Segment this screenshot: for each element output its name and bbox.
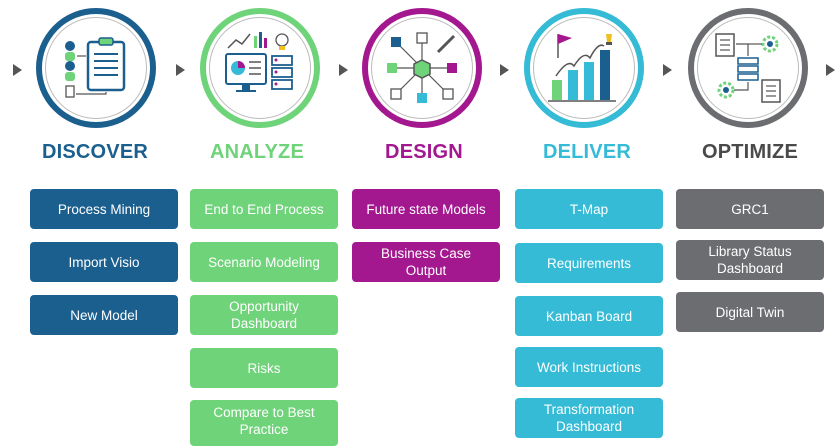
design-circle: [362, 8, 482, 128]
new-model-button[interactable]: New Model: [30, 295, 178, 335]
phase-title-deliver: DELIVER: [542, 141, 632, 163]
kanban-board-button[interactable]: Kanban Board: [515, 296, 663, 336]
phase-title-analyze: ANALYZE: [209, 141, 304, 163]
transformation-dashboard-button[interactable]: Transformation Dashboard: [515, 398, 663, 438]
grc1-button[interactable]: GRC1: [676, 189, 824, 229]
requirements-button[interactable]: Requirements: [515, 243, 663, 283]
end-to-end-process-button[interactable]: End to End Process: [190, 189, 338, 229]
discover-circle: [36, 8, 156, 128]
design-network-icon: [387, 32, 457, 103]
flow-arrow-icon: [826, 64, 835, 76]
flow-arrow-icon: [339, 64, 348, 76]
flow-arrow-icon: [176, 64, 185, 76]
optimize-process-gears-icon: [715, 33, 781, 103]
t-map-button[interactable]: T-Map: [515, 189, 663, 229]
scenario-modeling-button[interactable]: Scenario Modeling: [190, 242, 338, 282]
library-status-dashboard-button[interactable]: Library Status Dashboard: [676, 240, 824, 280]
analyze-dashboard-icon: [225, 32, 293, 92]
optimize-circle: [688, 8, 808, 128]
phase-title-optimize: OPTIMIZE: [701, 141, 799, 163]
process-mining-button[interactable]: Process Mining: [30, 189, 178, 229]
business-case-output-button[interactable]: Business Case Output: [352, 242, 500, 282]
import-visio-button[interactable]: Import Visio: [30, 242, 178, 282]
future-state-models-button[interactable]: Future state Models: [352, 189, 500, 229]
digital-twin-button[interactable]: Digital Twin: [676, 292, 824, 332]
compare-to-best-practice-button[interactable]: Compare to Best Practice: [190, 400, 338, 446]
deliver-circle: [524, 8, 644, 128]
flow-arrow-icon: [500, 64, 509, 76]
risks-button[interactable]: Risks: [190, 348, 338, 388]
work-instructions-button[interactable]: Work Instructions: [515, 347, 663, 387]
discover-clipboard-icon: [65, 37, 126, 98]
phase-title-design: DESIGN: [385, 141, 463, 163]
flow-arrow-icon: [663, 64, 672, 76]
phase-title-discover: DISCOVER: [41, 141, 149, 163]
deliver-growth-chart-icon: [548, 34, 616, 102]
opportunity-dashboard-button[interactable]: Opportunity Dashboard: [190, 295, 338, 335]
flow-arrow-icon: [13, 64, 22, 76]
analyze-circle: [200, 8, 320, 128]
